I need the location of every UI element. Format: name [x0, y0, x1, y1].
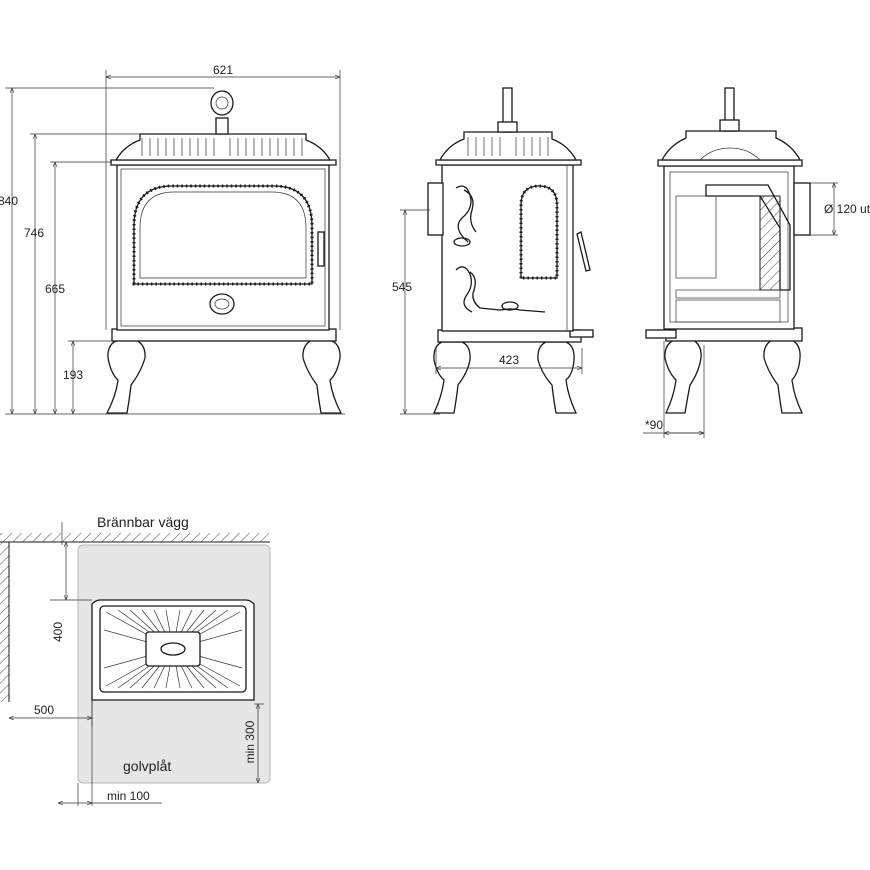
- side-top-rim: [435, 159, 582, 166]
- front-top-rim: [110, 159, 337, 166]
- wall-hatch-top: [0, 533, 270, 542]
- side-view: 545 423: [392, 87, 594, 415]
- front-top-stem: [215, 117, 229, 135]
- section-firebrick: [759, 195, 781, 291]
- side-door-handle: [576, 231, 591, 272]
- dim-connection-height-text: 545: [392, 280, 412, 294]
- dim-body-height-text: 665: [45, 282, 65, 296]
- placement-plan: Brännbar vägg golvplåt 400: [0, 514, 271, 806]
- side-ash-lip: [569, 329, 594, 338]
- dim-leg-height-text: 193: [63, 368, 83, 382]
- dim-front-plate-min-text: min 300: [243, 720, 257, 763]
- front-body-inner-line: [120, 168, 326, 327]
- dim-total-height-text: 840: [0, 194, 18, 208]
- section-left-leg: [664, 339, 702, 414]
- wall-hatch-left: [0, 542, 9, 702]
- side-top-ribs: [467, 137, 549, 156]
- stove-top-center-knob: [160, 642, 186, 656]
- air-regulator-knob-inner: [214, 298, 230, 310]
- section-flue-collar: [719, 119, 740, 132]
- front-right-leg: [302, 339, 343, 414]
- dim-side-plate-min-text: min 100: [107, 789, 150, 803]
- side-window: [520, 185, 558, 279]
- front-top-lid: [114, 133, 332, 161]
- front-top-ribs: [141, 138, 303, 156]
- front-top-ornament-inner: [215, 96, 229, 110]
- dim-top-height-text: 746: [24, 226, 44, 240]
- front-base: [111, 328, 337, 342]
- front-view: 621 840 746 665 193: [0, 63, 345, 415]
- section-front-lip: [645, 329, 677, 339]
- side-base: [437, 329, 582, 343]
- section-view: Ø 120 ut *90: [643, 87, 870, 438]
- dim-rear-clearance-text: 400: [51, 622, 65, 642]
- floor-plate-label: golvplåt: [123, 758, 171, 774]
- wall-edge: [0, 541, 270, 702]
- section-top-lid: [660, 130, 802, 161]
- section-ash-pan: [675, 299, 781, 323]
- section-top-inner: [699, 147, 761, 161]
- side-flue-outlet: [427, 182, 444, 236]
- front-top-ornament: [210, 90, 234, 116]
- side-top-lid: [438, 131, 578, 161]
- front-door-rivets: [132, 184, 314, 286]
- air-regulator-knob: [209, 293, 235, 315]
- side-left-leg: [432, 341, 471, 414]
- section-door-glass: [675, 195, 717, 279]
- dim-rear-offset-text: *90: [645, 418, 663, 432]
- side-decorative-vine: [453, 185, 546, 313]
- dim-width-text: 621: [213, 63, 233, 77]
- dim-flue-diameter-text: Ø 120 ut: [824, 202, 870, 216]
- section-base: [665, 327, 803, 342]
- side-flue-collar: [497, 121, 518, 133]
- front-door-glass: [139, 191, 307, 279]
- front-door-handle: [317, 231, 325, 267]
- section-top-rim: [657, 159, 803, 167]
- dim-depth-text: 423: [499, 353, 519, 367]
- section-right-leg: [763, 339, 804, 414]
- side-right-leg: [537, 341, 578, 414]
- dim-side-clearance-text: 500: [34, 703, 54, 717]
- section-flue-outlet: [793, 182, 811, 236]
- section-grate: [675, 289, 781, 299]
- front-left-leg: [105, 339, 146, 414]
- combustible-wall-label: Brännbar vägg: [97, 514, 189, 530]
